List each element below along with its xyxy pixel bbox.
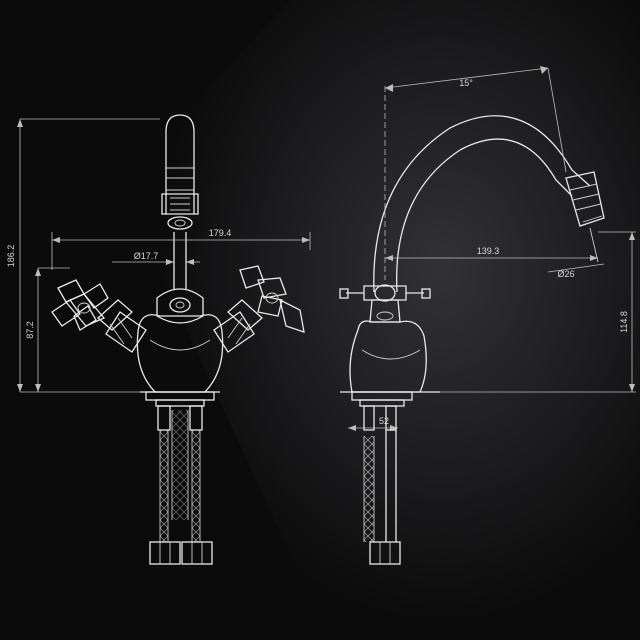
- side-view: 52 15° 139.3 Ø26 114.8: [339, 66, 636, 565]
- front-view: 186.2 87.2 179.4 Ø17.7: [6, 114, 311, 565]
- dim-outlet-reach: 179.4: [209, 228, 232, 238]
- dim-swivel-angle: 15°: [459, 78, 473, 88]
- dim-total-height: 186.2: [6, 245, 16, 268]
- dim-handle-height: 87.2: [25, 321, 35, 339]
- dim-spout-height: 114.8: [619, 311, 629, 333]
- dim-outlet-diameter: Ø17.7: [134, 251, 159, 261]
- dim-shank-diameter: 52: [379, 416, 389, 426]
- dim-spout-reach: 139.3: [477, 246, 500, 256]
- dim-aerator-diameter: Ø26: [557, 269, 574, 279]
- light-wedge: [120, 0, 640, 640]
